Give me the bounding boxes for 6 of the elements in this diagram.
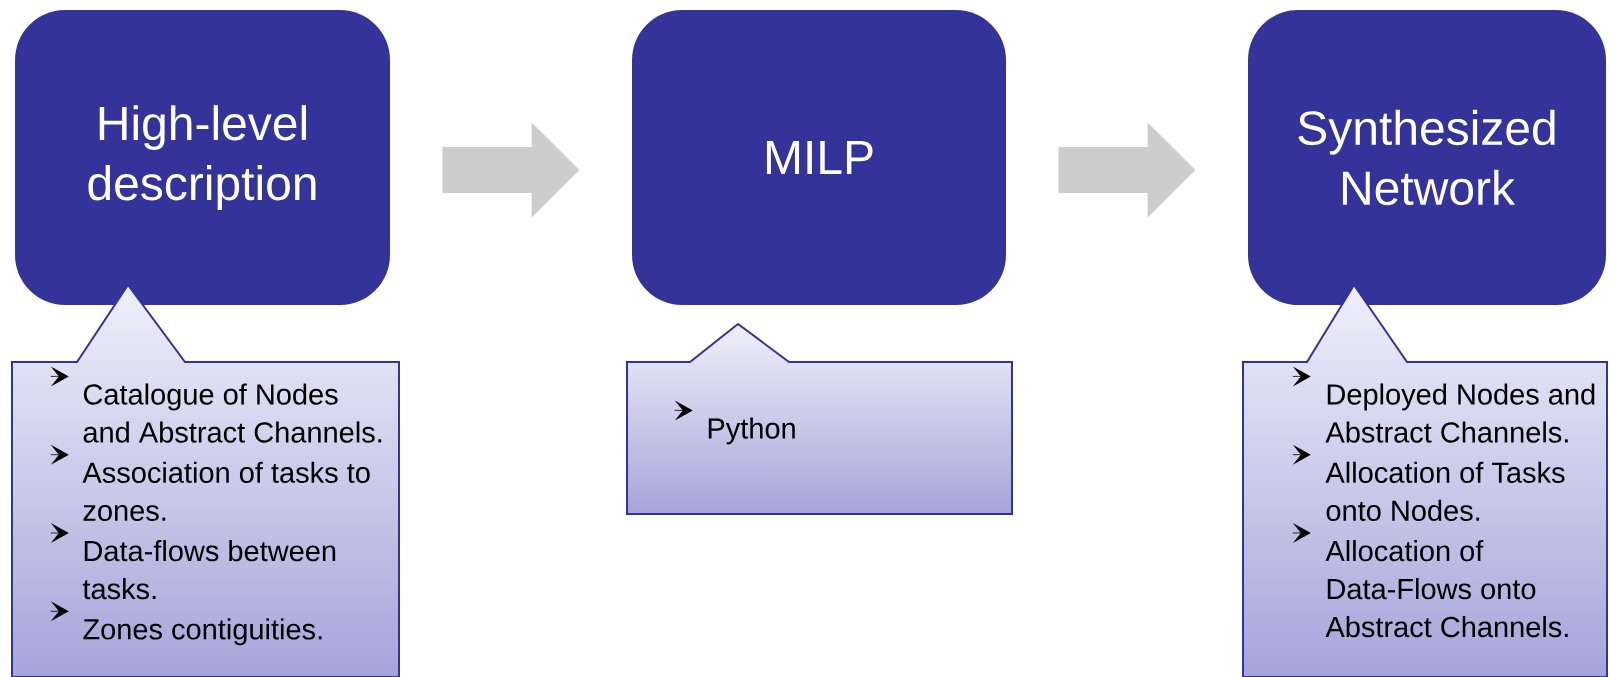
process-box: MILP (632, 10, 1006, 305)
callout-box: Catalogue of Nodes and Abstract Channels. Association of tasks to zones. Data-flows between tasks. Zones contiguities. (11, 283, 400, 677)
callout-box: Python (626, 322, 1013, 515)
process-box: Synthesized Network (1248, 10, 1606, 305)
callout-box: Deployed Nodes and Abstract Channels. Allocation of Tasks onto Nodes. Allocation of Data-Flows onto Abstract Channels. (1242, 283, 1608, 677)
process-box: High-level description (15, 10, 390, 305)
